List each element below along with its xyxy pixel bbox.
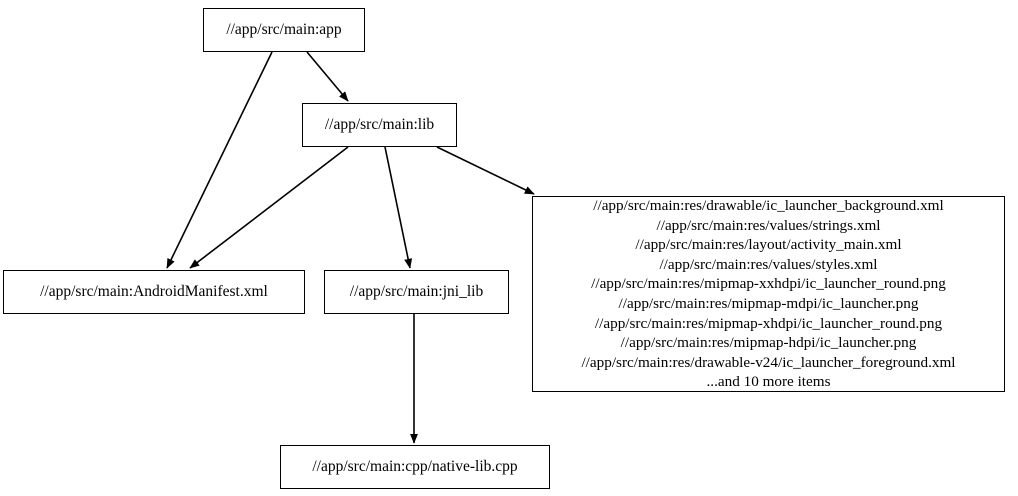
node-android-manifest-label: //app/src/main:AndroidManifest.xml <box>40 283 268 301</box>
edge-app-to-manifest <box>166 51 273 269</box>
node-native-lib[interactable]: //app/src/main:cpp/native-lib.cpp <box>280 445 550 489</box>
node-res-group-label: //app/src/main:res/drawable/ic_launcher_… <box>581 197 956 391</box>
edge-lib-to-jni-lib <box>384 146 413 269</box>
node-lib-label: //app/src/main:lib <box>324 116 435 134</box>
node-app-label: //app/src/main:app <box>226 21 342 39</box>
edge-app-to-lib <box>306 51 349 102</box>
edge-lib-to-manifest <box>189 146 349 269</box>
node-lib[interactable]: //app/src/main:lib <box>302 103 457 147</box>
node-jni-lib[interactable]: //app/src/main:jni_lib <box>324 270 509 314</box>
node-android-manifest[interactable]: //app/src/main:AndroidManifest.xml <box>3 270 305 314</box>
edge-lib-to-res-group <box>436 146 535 195</box>
node-jni-lib-label: //app/src/main:jni_lib <box>349 283 484 301</box>
node-app[interactable]: //app/src/main:app <box>203 8 365 52</box>
node-native-lib-label: //app/src/main:cpp/native-lib.cpp <box>312 458 518 476</box>
node-res-group[interactable]: //app/src/main:res/drawable/ic_launcher_… <box>532 196 1005 392</box>
